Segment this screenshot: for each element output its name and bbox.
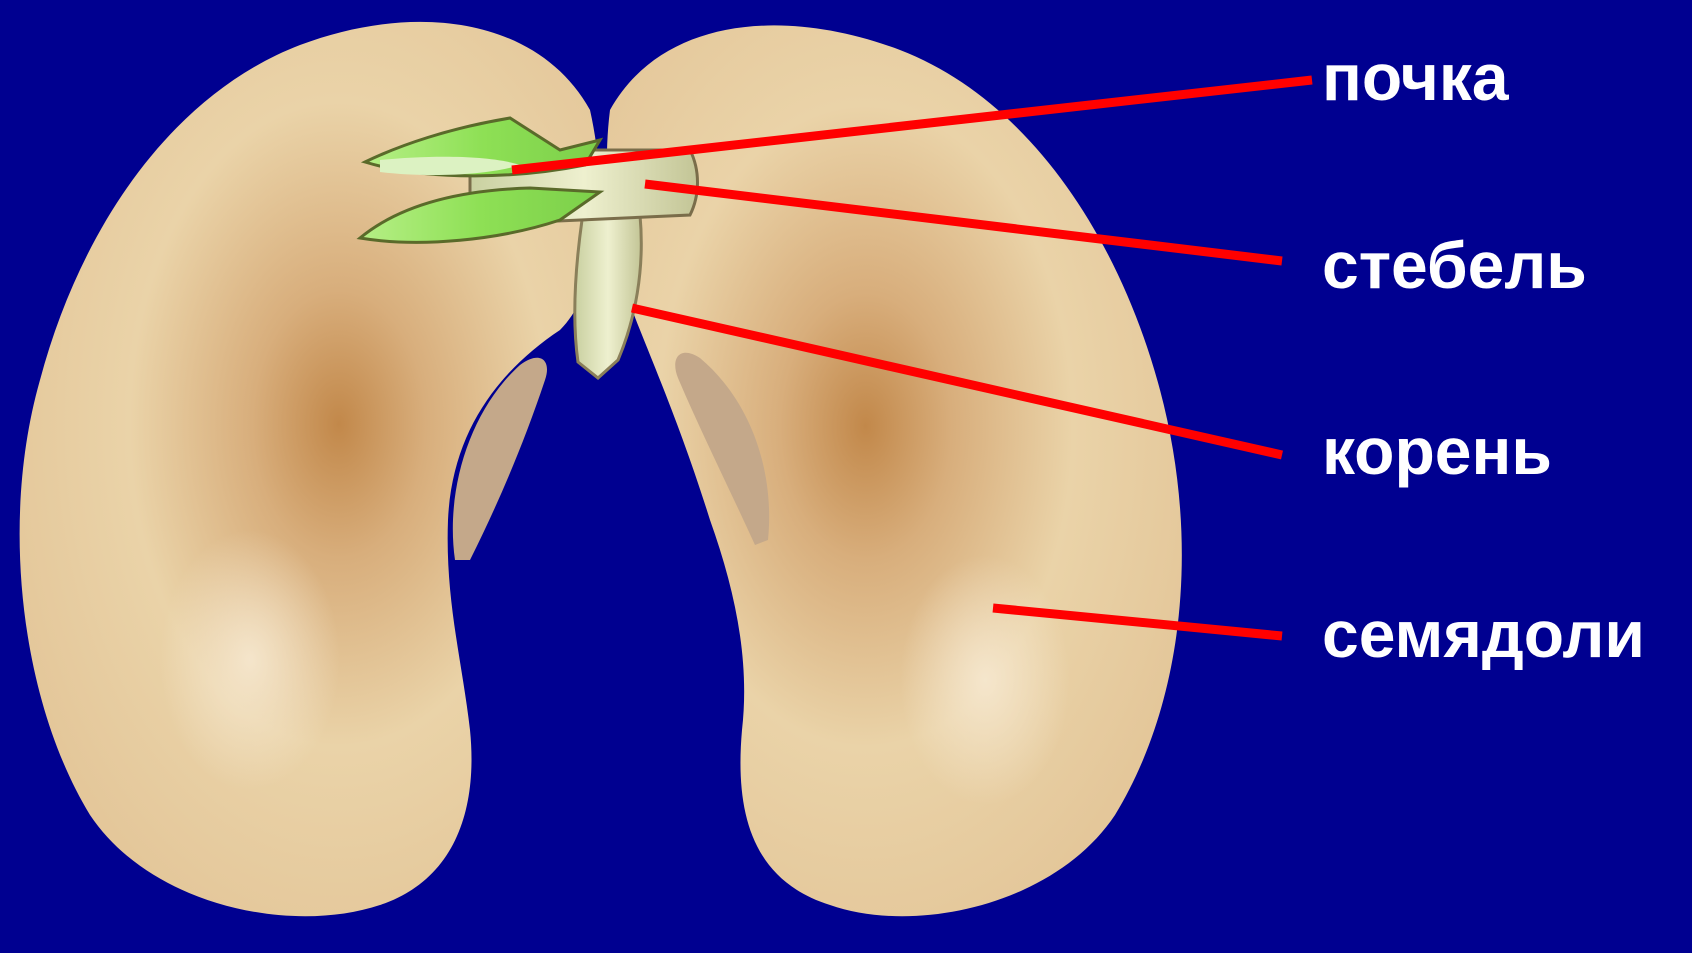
label-stem: стебель: [1322, 232, 1587, 298]
label-root: корень: [1322, 418, 1552, 484]
radicle: [575, 215, 642, 378]
label-cotyledons: семядоли: [1322, 601, 1645, 667]
label-bud: почка: [1322, 44, 1509, 110]
right-highlight: [900, 555, 1070, 805]
left-highlight: [160, 530, 340, 790]
